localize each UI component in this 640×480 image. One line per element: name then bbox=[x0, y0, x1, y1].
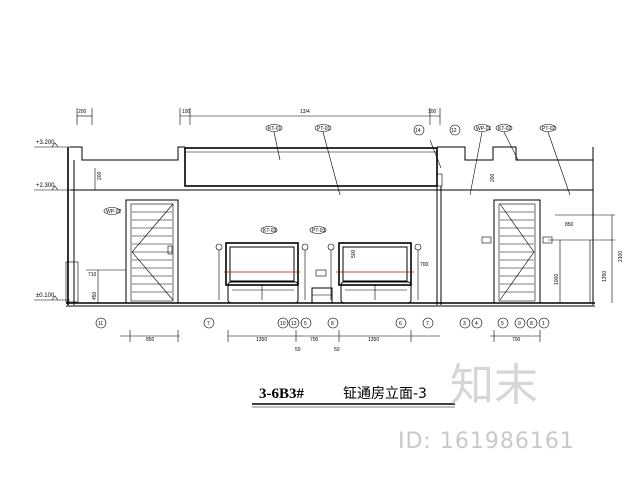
bottom-dim-700b: 700 bbox=[512, 337, 521, 343]
side-dim-850: 850 bbox=[565, 222, 574, 228]
side-dim-1000: 1000 bbox=[554, 274, 560, 285]
axis-marker: 3 bbox=[459, 317, 471, 329]
svg-text:3: 3 bbox=[463, 321, 466, 327]
axis-marker: 7 bbox=[422, 317, 434, 329]
side-dim-450: 450 bbox=[92, 291, 98, 300]
callout-tag: PT-03 bbox=[309, 226, 327, 234]
axis-marker: 12 bbox=[449, 124, 461, 136]
drawing-title: 3-6B3# 钲通房立面-3 bbox=[252, 386, 455, 408]
side-dim-200b: 200 bbox=[490, 173, 496, 182]
watermark: 知末 ID: 161986161 bbox=[398, 360, 575, 454]
left-bed bbox=[215, 242, 309, 304]
svg-text:7: 7 bbox=[426, 321, 429, 327]
bottom-dim-1350a: 1350 bbox=[256, 337, 267, 343]
left-side-dimensions: 710 450 200 500 200 700 bbox=[86, 168, 496, 303]
callout-tag: WP-01 bbox=[469, 124, 492, 196]
svg-text:9: 9 bbox=[518, 321, 521, 327]
svg-text:PT-03: PT-03 bbox=[312, 228, 326, 234]
bottom-dim-50a: 50 bbox=[295, 347, 301, 353]
right-side-dimensions: 2100 1350 1000 850 bbox=[548, 214, 624, 303]
svg-text:8: 8 bbox=[331, 321, 334, 327]
svg-text:4: 4 bbox=[475, 321, 478, 327]
top-dim-1: 200 bbox=[78, 109, 87, 115]
svg-text:KT-01: KT-01 bbox=[268, 126, 282, 132]
axis-marker: 5 bbox=[300, 317, 312, 329]
svg-text:WP-02: WP-02 bbox=[106, 209, 122, 215]
svg-text:5: 5 bbox=[304, 321, 307, 327]
side-dim-1350: 1350 bbox=[602, 271, 608, 282]
bottom-dim-700a: 700 bbox=[310, 337, 319, 343]
axis-marker: 8 bbox=[526, 317, 538, 329]
callout-tags: KT-01 PT-01 WP-01 KT-02 PT-02 WP-02 bbox=[103, 124, 571, 234]
axis-marker: 11 bbox=[95, 317, 107, 329]
axis-marker: 6 bbox=[395, 317, 407, 329]
top-dim-2: 100 bbox=[182, 109, 191, 115]
callout-tag: KT-02 bbox=[495, 124, 519, 161]
side-dim-710: 710 bbox=[88, 272, 97, 278]
svg-text:12: 12 bbox=[451, 128, 457, 134]
top-dim-3: 13/4 bbox=[300, 109, 310, 115]
nightstand bbox=[311, 269, 333, 304]
svg-text:10: 10 bbox=[280, 321, 286, 327]
svg-text:14: 14 bbox=[415, 128, 421, 134]
top-dimensions: 200 100 13/4 100 bbox=[76, 108, 441, 125]
bottom-dim-850: 850 bbox=[146, 337, 155, 343]
axis-marker: 8 bbox=[327, 317, 339, 329]
bottom-dim-50b: 50 bbox=[334, 347, 340, 353]
top-dim-4: 100 bbox=[428, 109, 437, 115]
svg-text:8: 8 bbox=[530, 321, 533, 327]
right-door bbox=[481, 199, 553, 304]
svg-text:1: 1 bbox=[542, 321, 545, 327]
right-door-grain bbox=[499, 203, 535, 301]
svg-text:13: 13 bbox=[291, 321, 297, 327]
svg-text:PT-02: PT-02 bbox=[542, 126, 556, 132]
level-top-label: +3.200 bbox=[36, 140, 55, 146]
callout-tag: KT-01 bbox=[265, 124, 283, 161]
bottom-dimensions: 850 1350 700 1350 700 50 50 bbox=[120, 330, 541, 353]
axis-marker: 4 bbox=[471, 317, 483, 329]
axis-marker: 14 bbox=[413, 124, 425, 136]
side-dim-700: 700 bbox=[420, 262, 429, 268]
side-dim-500: 500 bbox=[351, 249, 357, 258]
axis-marker: 5 bbox=[497, 317, 509, 329]
left-door bbox=[125, 199, 179, 304]
axis-marker: 9 bbox=[514, 317, 526, 329]
svg-text:5: 5 bbox=[501, 321, 504, 327]
axis-marker: 13 bbox=[288, 317, 300, 329]
level-floor-label: ±0.100 bbox=[36, 293, 55, 299]
callout-tag: PT-02 bbox=[539, 124, 571, 196]
callout-tag: KT-03 bbox=[260, 226, 278, 234]
callout-tag: PT-01 bbox=[314, 124, 341, 196]
level-marks: +3.200 +2.300 ±0.100 bbox=[34, 140, 70, 301]
svg-text:KT-03: KT-03 bbox=[263, 228, 277, 234]
left-door-grain bbox=[131, 203, 174, 301]
side-dim-2100: 2100 bbox=[618, 251, 624, 262]
axis-markers: 11 7 10 13 5 8 6 7 3 4 5 9 8 1 14 12 bbox=[95, 124, 550, 329]
svg-text:WP-01: WP-01 bbox=[476, 126, 492, 132]
callout-tag: WP-02 bbox=[103, 207, 122, 215]
axis-marker: 10 bbox=[277, 317, 289, 329]
right-bed bbox=[327, 242, 422, 304]
svg-text:PT-01: PT-01 bbox=[317, 126, 331, 132]
wall-outline bbox=[65, 139, 595, 307]
title-name: 钲通房立面-3 bbox=[343, 386, 427, 402]
bottom-dim-1350b: 1350 bbox=[368, 337, 379, 343]
side-dim-200a: 200 bbox=[97, 171, 103, 180]
title-code: 3-6B3# bbox=[259, 386, 305, 402]
watermark-logo: 知末 bbox=[450, 360, 538, 411]
svg-text:11: 11 bbox=[98, 321, 103, 327]
axis-marker: 1 bbox=[538, 317, 550, 329]
level-mid-label: +2.300 bbox=[36, 183, 55, 189]
axis-marker: 7 bbox=[203, 317, 215, 329]
svg-text:6: 6 bbox=[399, 321, 402, 327]
watermark-id: ID: 161986161 bbox=[398, 429, 575, 454]
svg-text:KT-02: KT-02 bbox=[498, 126, 512, 132]
svg-text:7: 7 bbox=[207, 321, 210, 327]
